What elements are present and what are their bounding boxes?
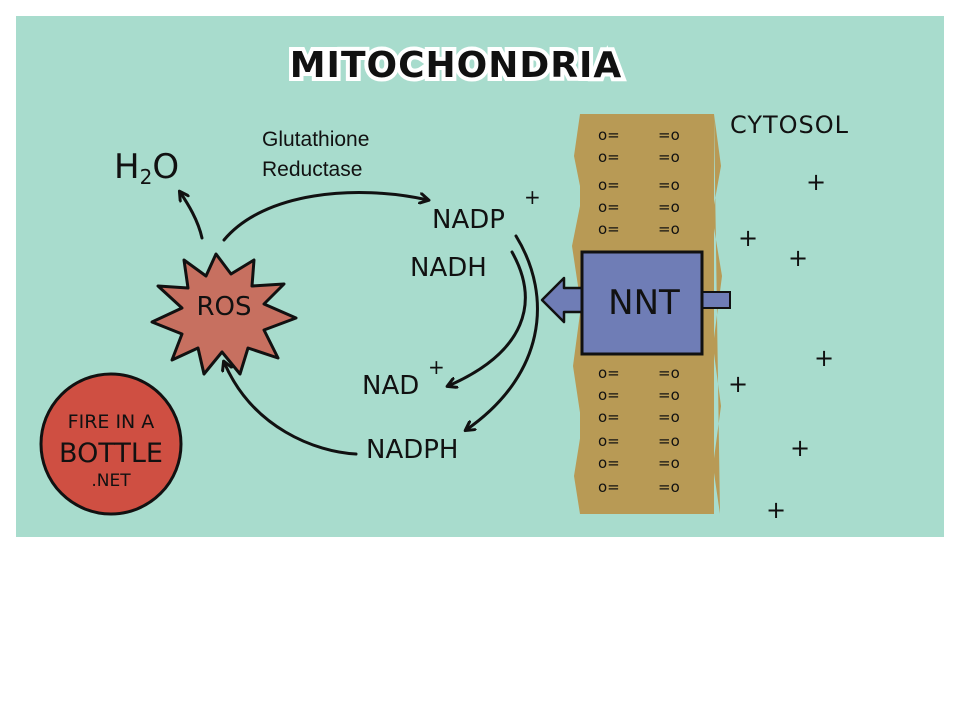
- lipid-head: o=: [598, 126, 620, 144]
- title: MITOCHONDRIA: [290, 45, 623, 86]
- nnt-right-stub: [701, 291, 731, 309]
- ros-label: ROS: [196, 292, 251, 322]
- water-h: H: [114, 147, 140, 187]
- diagram-canvas: MITOCHONDRIA o= =o o= =o o= =o o= =o o= …: [39, 41, 849, 524]
- arrow-nadph-to-ros: [224, 362, 358, 456]
- enzyme-label-line2: Reductase: [262, 158, 362, 181]
- nnt-box: [580, 250, 704, 356]
- lipid-head: o=: [598, 364, 620, 382]
- lipid-head: o=: [598, 408, 620, 426]
- lipid-head: o=: [598, 176, 620, 194]
- lipid-head: =o: [658, 148, 680, 166]
- proton-plus: +: [728, 370, 748, 398]
- ros-star-shape: [150, 252, 298, 376]
- cytosol-label: CYTOSOL: [730, 111, 849, 139]
- lipid-head: o=: [598, 148, 620, 166]
- cytosol-protons: + + + + + + +: [728, 168, 834, 524]
- nad-plus-charge: +: [428, 355, 445, 379]
- enzyme-label-line1: Glutathione: [262, 128, 369, 151]
- lipid-head: =o: [658, 364, 680, 382]
- logo-circle: [39, 372, 183, 516]
- nnt-label: NNT: [608, 283, 680, 323]
- lipid-heads-upper: o= =o o= =o o= =o o= =o o= =o: [598, 126, 680, 238]
- water-o: O: [152, 147, 179, 187]
- proton-plus: +: [814, 344, 834, 372]
- water-subscript: 2: [140, 165, 153, 189]
- water: H2O: [114, 147, 179, 189]
- proton-plus: +: [788, 244, 808, 272]
- proton-plus: +: [766, 496, 786, 524]
- logo-line1: FIRE IN A: [68, 411, 155, 433]
- proton-plus: +: [738, 224, 758, 252]
- lipid-head: =o: [658, 198, 680, 216]
- nadp-plus-charge: +: [524, 185, 541, 209]
- arrow-nadh-to-nad: [448, 250, 527, 386]
- lipid-head: =o: [658, 220, 680, 238]
- nadh-label: NADH: [410, 253, 487, 283]
- lipid-head: =o: [658, 408, 680, 426]
- lipid-head: o=: [598, 198, 620, 216]
- lipid-head: o=: [598, 478, 620, 496]
- arrow-ros-to-nadp: [222, 191, 428, 242]
- lipid-head: =o: [658, 478, 680, 496]
- proton-plus: +: [790, 434, 810, 462]
- lipid-heads-lower: o= =o o= =o o= =o o= =o o= =o o= =o: [598, 364, 680, 496]
- nad-plus-label: NAD: [362, 371, 419, 401]
- lipid-head: o=: [598, 454, 620, 472]
- arrow-ros-to-water: [180, 192, 204, 240]
- logo-line3: .NET: [91, 471, 131, 491]
- membrane-right-edge: [712, 114, 722, 514]
- ros-star: ROS: [150, 252, 298, 376]
- lipid-head: =o: [658, 454, 680, 472]
- nadp-plus-label: NADP: [432, 205, 505, 235]
- lipid-head: =o: [658, 126, 680, 144]
- nnt-transporter: NNT: [540, 250, 731, 356]
- proton-plus: +: [806, 168, 826, 196]
- lipid-head: =o: [658, 386, 680, 404]
- lipid-head: =o: [658, 176, 680, 194]
- arrow-nadp-to-nadph: [466, 234, 539, 430]
- lipid-head: =o: [658, 432, 680, 450]
- diagram-panel: MITOCHONDRIA o= =o o= =o o= =o o= =o o= …: [16, 16, 944, 537]
- arrows: [180, 191, 539, 456]
- water-label: H2O: [114, 147, 179, 189]
- logo-line2: BOTTLE: [59, 438, 163, 469]
- lipid-head: o=: [598, 220, 620, 238]
- fire-in-a-bottle-logo: FIRE IN A BOTTLE .NET: [39, 372, 183, 516]
- nadph-label: NADPH: [366, 435, 459, 465]
- membrane-left-edge: [572, 114, 582, 514]
- lipid-head: o=: [598, 386, 620, 404]
- lipid-head: o=: [598, 432, 620, 450]
